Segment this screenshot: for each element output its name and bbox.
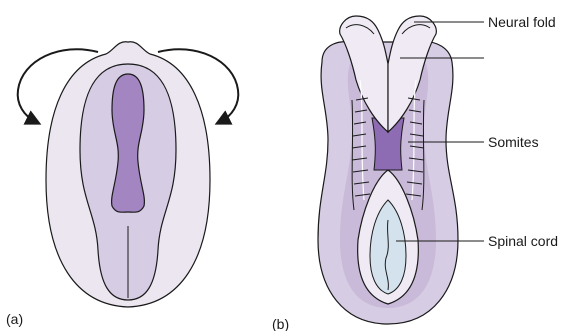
label-neural-fold: Neural fold bbox=[488, 14, 556, 30]
panel-b: (b) bbox=[272, 16, 458, 331]
neural-groove-a bbox=[112, 74, 145, 212]
label-somites: Somites bbox=[488, 134, 539, 150]
panel-label-b: (b) bbox=[272, 316, 289, 331]
panel-a: (a) bbox=[6, 42, 238, 327]
label-spinal-cord: Spinal cord bbox=[488, 233, 558, 249]
panel-label-a: (a) bbox=[6, 311, 23, 327]
